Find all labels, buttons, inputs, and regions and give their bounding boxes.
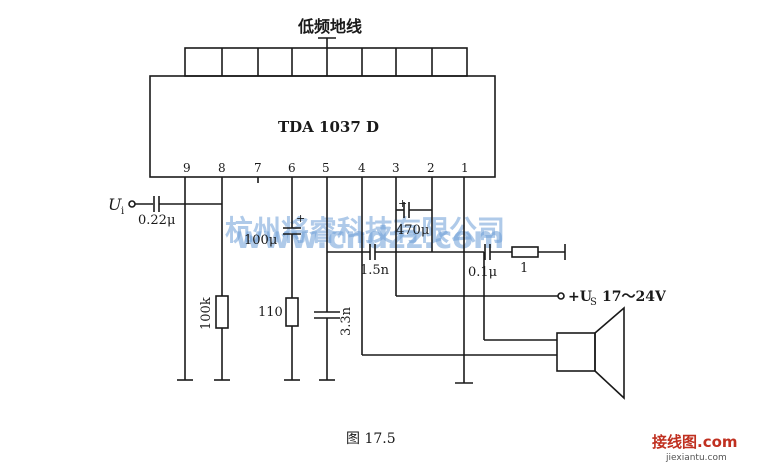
supply-label: +U: [568, 289, 592, 305]
site-url: jiexiantu.com: [665, 453, 727, 463]
ground-label: 低频地线: [297, 17, 362, 36]
pin-1-wire: [455, 177, 473, 384]
c-3n3-label: 3.3n: [339, 306, 354, 336]
c-01u-label: 0.1μ: [468, 265, 497, 280]
pin-8-resistor: [214, 177, 230, 381]
c-470u-label: 470μ: [396, 223, 429, 238]
pin-7-label: 7: [254, 161, 262, 175]
speaker-icon: [483, 252, 625, 400]
c-100u-label: 100μ: [244, 233, 277, 248]
pin-1-label: 1: [461, 161, 469, 175]
pin-2-label: 2: [427, 161, 435, 175]
pin-3-label: 3: [392, 161, 400, 175]
supply-wire: [396, 292, 565, 300]
c-in-label: 0.22μ: [138, 213, 175, 228]
r-110-label: 110: [258, 305, 283, 320]
c-470u-plus: +: [398, 197, 407, 210]
r-100k-label: 100k: [199, 297, 214, 330]
c-100u-plus: +: [296, 212, 305, 225]
input-capacitor: [128, 196, 222, 212]
ic-label: TDA 1037 D: [278, 118, 379, 136]
c-470u-network: [395, 177, 484, 296]
pin-6-network: [283, 177, 301, 381]
c-1n5-label: 1.5n: [360, 263, 390, 278]
pin-5-label: 5: [322, 161, 330, 175]
pin-6-label: 6: [288, 161, 296, 175]
ui-label: U: [108, 195, 122, 214]
ground-bus: [184, 37, 468, 77]
pin-4-label: 4: [358, 161, 366, 175]
supply-range-label: 17～24V: [602, 289, 667, 305]
figure-caption: 图 17.5: [346, 431, 396, 447]
site-logo: 接线图.com: [652, 433, 738, 451]
watermark-text: 杭州将睿科技有限公司: [225, 214, 505, 247]
pin-9-label: 9: [183, 161, 191, 175]
pin-9-wire: [177, 177, 193, 381]
pin-4-wire: [361, 177, 557, 356]
zobel-network: [484, 244, 566, 260]
r-1-label: 1: [520, 261, 528, 276]
pin-8-label: 8: [218, 161, 226, 175]
pin-5-network: [314, 177, 370, 381]
ic-body: [149, 75, 496, 178]
c-1n5: [369, 244, 432, 260]
ui-sub-label: i: [121, 206, 124, 217]
supply-sub-label: S: [590, 297, 597, 308]
